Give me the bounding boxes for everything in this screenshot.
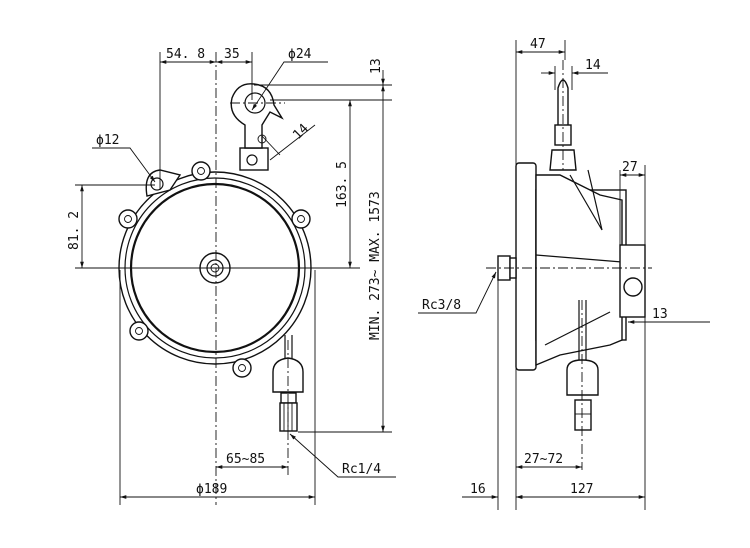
side-dim-hook-width: 14 [585,58,601,73]
dim-stroke: MIN. 273~ MAX. 1573 [368,191,383,340]
dim-hook-offset-left: 54. 8 [166,47,205,62]
side-dim-lug: 13 [652,307,668,322]
dim-hose-offset: 65~85 [226,452,265,467]
thread-inlet-label: Rc3/8 [422,298,461,313]
dim-center-height: 163. 5 [335,161,350,208]
side-dim-rim-width: 27 [622,160,638,175]
side-dim-body-depth: 127 [570,482,593,497]
dim-hook-top: 13 [369,58,384,74]
side-view: 47 14 27 Rc3/8 13 27~72 16 127 [418,37,710,510]
side-dim-inlet-length: 16 [470,482,486,497]
side-dim-hose-offset: 27~72 [524,452,563,467]
side-dim-hook-offset: 47 [530,37,546,52]
extension-lines [75,52,392,505]
mounting-lugs [118,161,311,378]
dim-body-diameter: ϕ189 [196,482,227,497]
dim-hook-width: 14 [290,121,312,143]
thread-hose-label: Rc1/4 [342,462,381,477]
front-view: 54. 8 35 ϕ24 13 14 ϕ12 81. 2 163. 5 MIN.… [67,47,396,505]
hose-fitting [272,335,304,432]
dim-hook-offset-right: 35 [224,47,240,62]
side-body [515,162,646,371]
hook [230,83,284,171]
dim-ear-diameter: ϕ12 [96,133,119,148]
side-extension-lines [497,40,646,510]
side-hose [566,300,599,431]
dim-hook-diameter: ϕ24 [288,47,312,62]
dim-ear-height: 81. 2 [67,211,82,250]
